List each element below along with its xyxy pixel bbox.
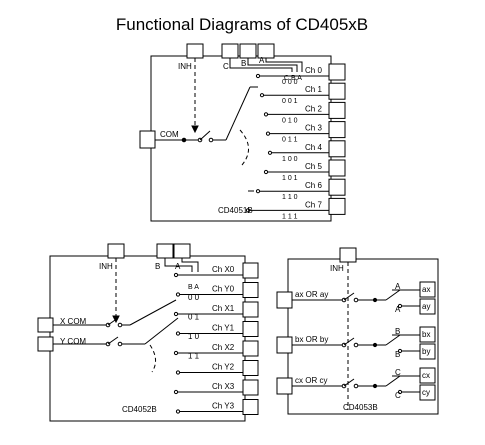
cd4052-b-pin xyxy=(156,243,174,259)
cd4053-inh-pin xyxy=(339,247,357,263)
cd4051-channel-label: Ch 5 xyxy=(305,162,322,171)
cd4053-output-label: by xyxy=(422,347,430,356)
cd4052-ch-pin xyxy=(242,379,259,396)
cd4053-out-pin xyxy=(419,343,436,360)
cd4051-code: 0 1 1 xyxy=(282,137,298,144)
cd4053-com-label: ax OR ay xyxy=(295,290,328,299)
cd4051-code-header: C B A xyxy=(284,75,302,82)
cd4052-channel-label: Ch X3 xyxy=(212,382,235,391)
cd4053-select-label: A xyxy=(395,282,401,291)
cd4053-com-pin xyxy=(276,336,293,354)
cd4051-name: CD4051B xyxy=(218,206,253,215)
cd4052-ch-pin xyxy=(242,321,259,337)
cd4052-channel-label: Ch Y0 xyxy=(212,285,235,294)
cd4052-ch-pin xyxy=(242,282,259,298)
cd4052-ch-pin xyxy=(242,262,259,279)
cd4051-code: 0 0 1 xyxy=(282,98,298,105)
cd4052-name: CD4052B xyxy=(122,405,157,414)
cd4051-c-pin xyxy=(221,43,239,59)
cd4051-ch-pin xyxy=(328,140,346,158)
cd4052-ch-pin xyxy=(242,301,259,318)
cd4053-name: CD4053B xyxy=(343,403,378,412)
cd4051-a-label: A xyxy=(259,56,265,65)
cd4053-out-pin xyxy=(419,326,436,343)
cd4051-ch-pin xyxy=(328,82,346,100)
cd4051-channel-label: Ch 0 xyxy=(305,66,322,75)
cd4053-com-pin xyxy=(276,377,293,395)
cd4052-a-label: A xyxy=(175,262,181,271)
cd4051-inh-pin xyxy=(186,43,204,59)
cd4052-inh-label: INH xyxy=(99,262,113,271)
cd4051-c-label: C xyxy=(223,62,229,71)
cd4052-code: 1 0 xyxy=(188,332,200,341)
cd4051-code: 1 1 0 xyxy=(282,194,298,201)
cd4052-b-label: B xyxy=(155,262,160,271)
cd4051-inh-label: INH xyxy=(178,62,192,71)
cd4051-com-pin xyxy=(139,130,156,149)
cd4053-com-pin xyxy=(276,291,293,309)
cd4052-ch-pin xyxy=(242,340,259,357)
cd4052-code: 0 0 xyxy=(188,293,200,302)
cd4051-ch-pin xyxy=(328,197,346,215)
cd4052-code: 0 1 xyxy=(188,313,200,322)
cd4053-diagram xyxy=(276,247,439,415)
cd4051-ch-pin xyxy=(328,159,346,177)
cd4053-output-label: cy xyxy=(422,388,430,397)
cd4052-ycom-pin xyxy=(37,336,54,352)
cd4051-channel-label: Ch 3 xyxy=(305,124,322,133)
cd4052-xcom-label: X COM xyxy=(60,317,87,326)
cd4052-ch-pin xyxy=(242,360,259,376)
cd4052-channel-label: Ch X1 xyxy=(212,304,235,313)
cd4051-code: 1 1 1 xyxy=(282,213,298,220)
cd4051-code: 0 0 0 xyxy=(282,79,298,86)
page-title: Functional Diagrams of CD405xB xyxy=(116,15,368,34)
cd4051-b-pin xyxy=(239,43,257,59)
cd4053-select-label: B xyxy=(395,350,400,359)
cd4051-ch-pin xyxy=(328,178,346,196)
cd4051-code: 1 0 0 xyxy=(282,156,298,163)
cd4052-code: 1 1 xyxy=(188,352,200,361)
cd4053-select-label: A xyxy=(395,305,401,314)
cd4051-channel-label: Ch 6 xyxy=(305,181,322,190)
cd4051-b-label: B xyxy=(241,59,246,68)
cd4051-ch-pin xyxy=(328,121,346,139)
cd4052-channel-label: Ch Y3 xyxy=(212,402,235,411)
cd4053-com-label: cx OR cy xyxy=(295,376,327,385)
cd4053-inh-label: INH xyxy=(330,264,344,273)
cd4053-select-label: B xyxy=(395,327,400,336)
cd4051-code: 0 1 0 xyxy=(282,117,298,124)
cd4053-com-label: bx OR by xyxy=(295,335,328,344)
cd4051-code: 1 0 1 xyxy=(282,175,298,182)
cd4053-select-label: C xyxy=(395,391,401,400)
cd4051-ch-pin xyxy=(328,101,346,119)
cd4051-com-label: COM xyxy=(160,130,179,139)
cd4051-diagram xyxy=(139,43,346,222)
cd4052-channel-label: Ch Y2 xyxy=(212,363,235,372)
cd4051-channel-label: Ch 4 xyxy=(305,143,322,152)
cd4053-out-pin xyxy=(419,281,436,298)
cd4052-channel-label: Ch X0 xyxy=(212,265,235,274)
cd4053-output-label: ax xyxy=(422,285,430,294)
cd4053-out-pin xyxy=(419,298,436,315)
cd4053-out-pin xyxy=(419,384,436,401)
cd4052-channel-label: Ch X2 xyxy=(212,343,235,352)
cd4052-inh-pin xyxy=(107,243,125,259)
cd4053-out-pin xyxy=(419,367,436,384)
cd4053-output-label: cx xyxy=(422,371,430,380)
cd4052-code-header: B A xyxy=(188,284,199,291)
cd4053-output-label: bx xyxy=(422,330,430,339)
cd4052-xcom-pin xyxy=(37,317,54,333)
cd4051-channel-label: Ch 1 xyxy=(305,85,322,94)
cd4051-ch-pin xyxy=(328,63,346,81)
cd4053-select-label: C xyxy=(395,368,401,377)
cd4052-ycom-label: Y COM xyxy=(60,337,86,346)
cd4053-output-label: ay xyxy=(422,302,430,311)
cd4051-channel-label: Ch 7 xyxy=(305,200,322,209)
cd4052-ch-pin xyxy=(242,399,259,415)
cd4052-diagram xyxy=(37,243,259,422)
cd4052-a-pin xyxy=(173,243,191,259)
cd4051-channel-label: Ch 2 xyxy=(305,104,322,113)
cd4052-channel-label: Ch Y1 xyxy=(212,324,235,333)
